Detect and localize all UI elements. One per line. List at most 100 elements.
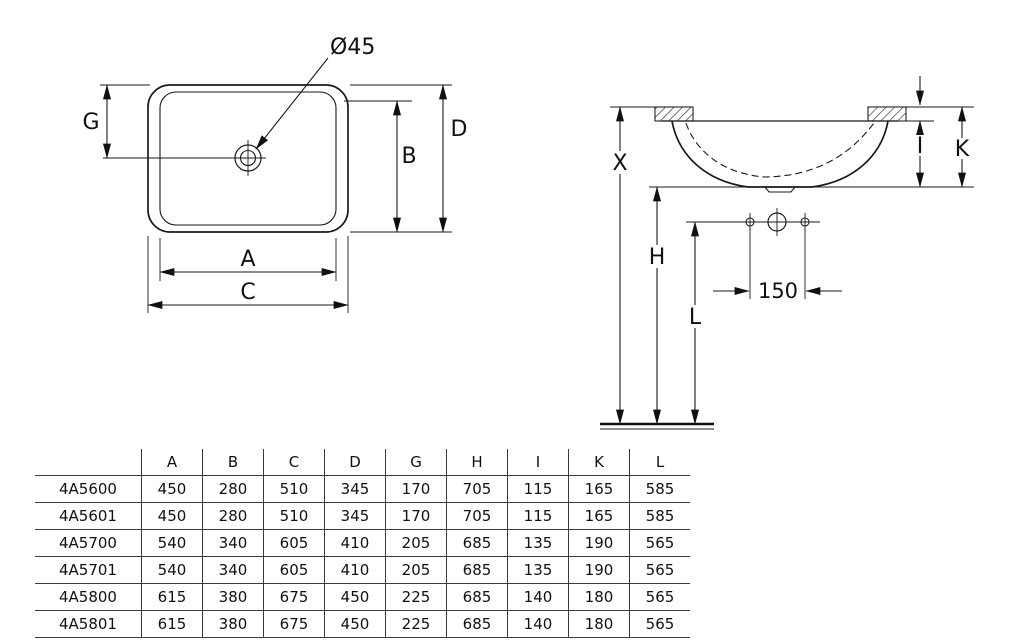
dimension-k: K — [951, 106, 973, 188]
dimension-value-cell: 565 — [629, 556, 690, 584]
basin-section-outline — [662, 120, 898, 193]
header-a: A — [141, 449, 203, 476]
dimension-value-cell: 170 — [385, 502, 447, 530]
dimension-value-cell: 685 — [446, 610, 508, 638]
dimension-value-cell: 190 — [568, 529, 630, 557]
section-view: X H L — [600, 76, 974, 430]
dimension-value-cell: 165 — [568, 502, 630, 530]
drain-icon — [103, 140, 266, 176]
dimension-value-cell: 675 — [263, 583, 325, 611]
header-d: D — [324, 449, 386, 476]
model-number-cell: 4A5801 — [35, 610, 142, 638]
dimension-g: G — [82, 84, 150, 159]
dimension-value-cell: 510 — [263, 475, 325, 503]
dim-label-a: A — [240, 247, 255, 272]
faucet-holes-icon — [686, 208, 820, 236]
dimension-value-cell: 115 — [507, 502, 569, 530]
countertop-right — [867, 106, 907, 122]
dimension-value-cell: 450 — [324, 583, 386, 611]
dimension-value-cell: 165 — [568, 475, 630, 503]
header-h: H — [446, 449, 508, 476]
dimension-value-cell: 685 — [446, 583, 508, 611]
header-model — [35, 449, 142, 476]
basin-inner-outline — [159, 91, 337, 226]
dimension-value-cell: 450 — [324, 610, 386, 638]
dimension-a: A — [159, 238, 337, 281]
countertop-left — [654, 106, 694, 122]
dimension-value-cell: 450 — [141, 502, 203, 530]
dimension-value-cell: 340 — [202, 556, 264, 584]
dim-label-h: H — [649, 245, 666, 270]
dimension-table-header: A B C D G H I K L — [35, 449, 690, 476]
drain-diameter-label: Ø45 — [330, 35, 375, 60]
drain-diameter-callout: Ø45 — [255, 35, 375, 150]
model-number-cell: 4A5601 — [35, 502, 142, 530]
dim-label-x: X — [612, 151, 627, 176]
dim-label-150: 150 — [758, 279, 798, 303]
dimension-value-cell: 205 — [385, 529, 447, 557]
dimension-value-cell: 705 — [446, 475, 508, 503]
header-l: L — [629, 449, 690, 476]
dimension-value-cell: 225 — [385, 610, 447, 638]
dimension-h: H — [645, 186, 747, 425]
dimension-value-cell: 605 — [263, 556, 325, 584]
floor-line — [600, 422, 714, 430]
model-number-cell: 4A5800 — [35, 583, 142, 611]
dimension-value-cell: 280 — [202, 475, 264, 503]
header-b: B — [202, 449, 264, 476]
dimension-value-cell: 345 — [324, 475, 386, 503]
dimension-value-cell: 605 — [263, 529, 325, 557]
header-k: K — [568, 449, 630, 476]
dim-label-c: C — [240, 280, 255, 305]
model-number-cell: 4A5701 — [35, 556, 142, 584]
dimension-spacing-150: 150 — [713, 228, 842, 303]
dimension-value-cell: 585 — [629, 475, 690, 503]
dimension-value-cell: 140 — [507, 610, 569, 638]
dimension-value-cell: 380 — [202, 583, 264, 611]
dimension-value-cell: 140 — [507, 583, 569, 611]
basin-outer-outline — [147, 84, 349, 233]
dimension-value-cell: 180 — [568, 583, 630, 611]
dimension-value-cell: 205 — [385, 556, 447, 584]
dimension-b: B — [344, 100, 417, 233]
basin-inner-hidden-line — [685, 122, 875, 178]
dimension-x: X — [608, 106, 656, 425]
basin-dimension-drawing: Ø45 G D B — [82, 35, 974, 430]
dimension-value-cell: 540 — [141, 556, 203, 584]
dimension-value-cell: 115 — [507, 475, 569, 503]
model-number-cell: 4A5600 — [35, 475, 142, 503]
dim-label-g: G — [82, 110, 99, 135]
dimension-value-cell: 540 — [141, 529, 203, 557]
dimension-value-cell: 685 — [446, 556, 508, 584]
dimension-value-cell: 410 — [324, 529, 386, 557]
dimension-value-cell: 450 — [141, 475, 203, 503]
dimension-value-cell: 705 — [446, 502, 508, 530]
dimension-value-cell: 615 — [141, 610, 203, 638]
model-number-cell: 4A5700 — [35, 529, 142, 557]
dimension-value-cell: 410 — [324, 556, 386, 584]
dimension-value-cell: 345 — [324, 502, 386, 530]
plan-view: Ø45 G D B — [82, 35, 467, 313]
dimension-value-cell: 585 — [629, 502, 690, 530]
dimension-d: D — [350, 84, 468, 233]
dimension-value-cell: 225 — [385, 583, 447, 611]
dim-label-k: K — [955, 137, 970, 162]
dimension-value-cell: 380 — [202, 610, 264, 638]
header-i: I — [507, 449, 569, 476]
dim-label-d: D — [451, 117, 468, 142]
dim-label-i: I — [917, 134, 924, 159]
header-g: G — [385, 449, 447, 476]
dimension-value-cell: 565 — [629, 529, 690, 557]
dimension-value-cell: 510 — [263, 502, 325, 530]
table-header-row: A B C D G H I K L — [35, 449, 690, 476]
dimension-value-cell: 615 — [141, 583, 203, 611]
header-c: C — [263, 449, 325, 476]
